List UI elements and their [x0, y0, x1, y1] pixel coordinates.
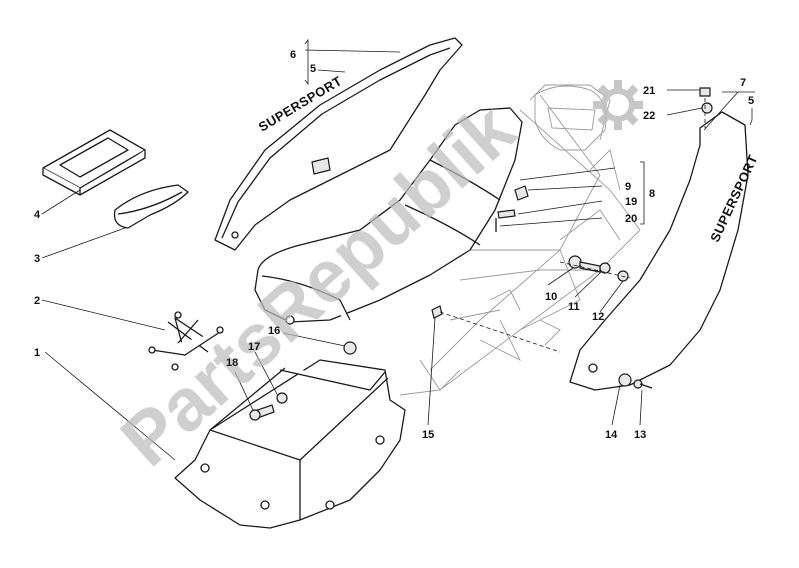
callout-5-right: 5	[748, 95, 754, 107]
callout-21: 21	[643, 85, 655, 97]
gear-icon	[593, 80, 643, 130]
callout-4: 4	[34, 209, 41, 221]
accessory-box	[42, 129, 146, 196]
taillight-unit	[534, 85, 607, 151]
fastener-18	[249, 404, 275, 421]
callout-6: 6	[290, 49, 296, 61]
washer-22	[701, 102, 713, 114]
seat-tail-cover: SUPERSPORT	[214, 37, 463, 251]
callout-labels: 1 2 3 4 5 6 7 5 8 9 10 11 12 13 14 15 16…	[34, 49, 754, 441]
callout-11: 11	[568, 301, 580, 313]
callout-12: 12	[592, 311, 604, 323]
pin-19	[497, 209, 516, 219]
spacer-11	[579, 261, 611, 274]
strap-bracket	[148, 311, 224, 371]
callout-3: 3	[34, 253, 40, 265]
leader-lines	[41, 38, 755, 461]
callout-13: 13	[634, 429, 646, 441]
grommet-14	[618, 373, 632, 387]
callout-16: 16	[268, 325, 280, 337]
callout-14: 14	[605, 429, 618, 441]
callout-20: 20	[625, 213, 637, 225]
grommet-10	[568, 255, 582, 269]
callout-9: 9	[625, 181, 631, 193]
screw-21	[699, 87, 711, 97]
clip-15	[431, 305, 443, 319]
callout-8: 8	[649, 188, 655, 200]
callout-15: 15	[422, 429, 434, 441]
callout-22: 22	[643, 110, 655, 122]
callout-17: 17	[248, 341, 260, 353]
latch-9	[514, 185, 529, 201]
callout-18: 18	[226, 357, 238, 369]
callout-2: 2	[34, 295, 40, 307]
callout-1: 1	[34, 347, 40, 359]
assembly-lines	[439, 98, 706, 353]
pad	[113, 184, 189, 229]
screw-13	[633, 379, 653, 389]
fastener-16	[343, 341, 357, 355]
callout-10: 10	[545, 291, 557, 303]
callout-19: 19	[625, 196, 637, 208]
seat	[254, 107, 523, 323]
side-panel-right: SUPERSPORT	[569, 111, 761, 391]
callout-7: 7	[740, 77, 746, 89]
undertray	[174, 315, 406, 529]
callout-5-left: 5	[310, 63, 316, 75]
fastener-17	[276, 392, 288, 404]
seat-clip	[311, 157, 331, 175]
